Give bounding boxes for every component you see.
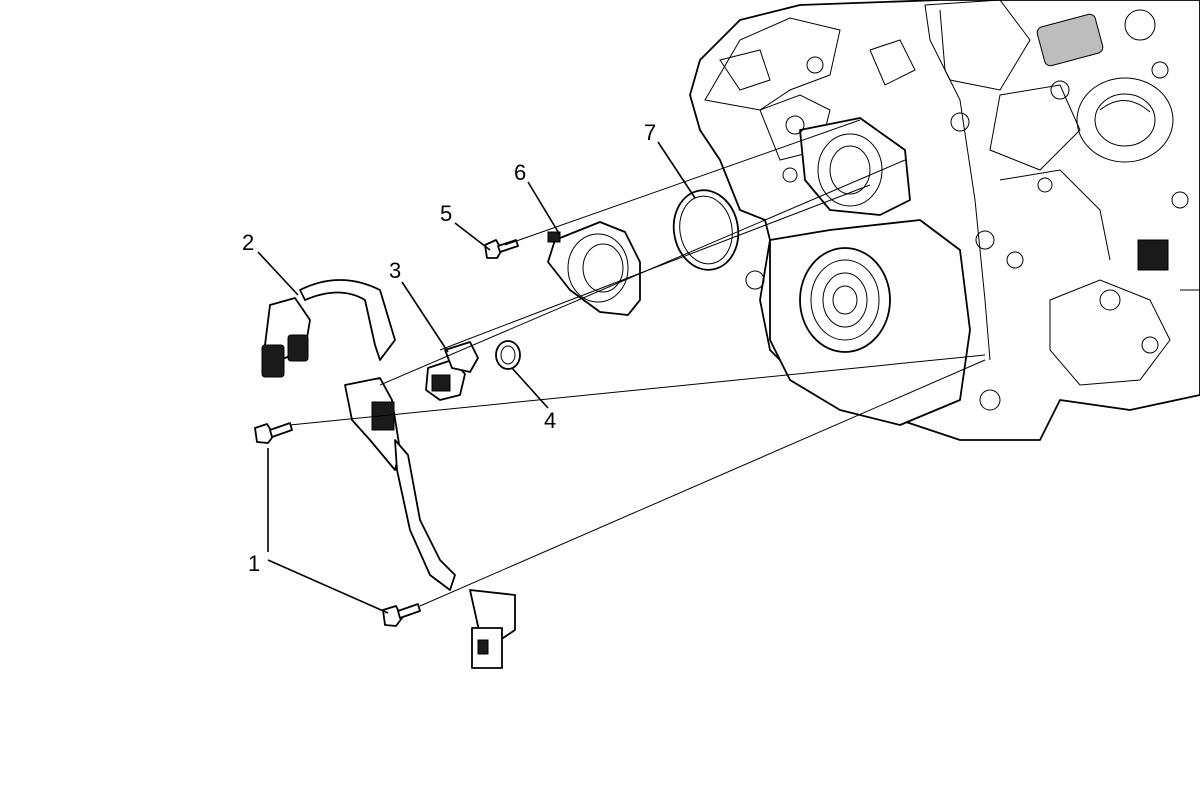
callout-1: 1	[248, 551, 260, 576]
callout-6: 6	[514, 160, 526, 185]
part-6-cover-plate	[547, 221, 641, 316]
callout-4: 4	[544, 408, 556, 433]
callout-3: 3	[389, 258, 401, 283]
callout-7: 7	[644, 120, 656, 145]
leader-lines	[257, 141, 696, 614]
part-4-o-ring	[495, 340, 521, 370]
part-3-sensor	[425, 341, 479, 401]
part-1-bolt-lower	[382, 603, 421, 627]
part-2-wiring-harness	[261, 279, 516, 669]
part-1-bolt-upper	[254, 422, 293, 444]
callout-2: 2	[242, 230, 254, 255]
engine-block	[689, 0, 1200, 441]
part-5-bolt	[484, 239, 519, 259]
assembly-lines	[289, 119, 986, 607]
part-7-seal-ring	[672, 189, 740, 271]
callout-5: 5	[440, 201, 452, 226]
